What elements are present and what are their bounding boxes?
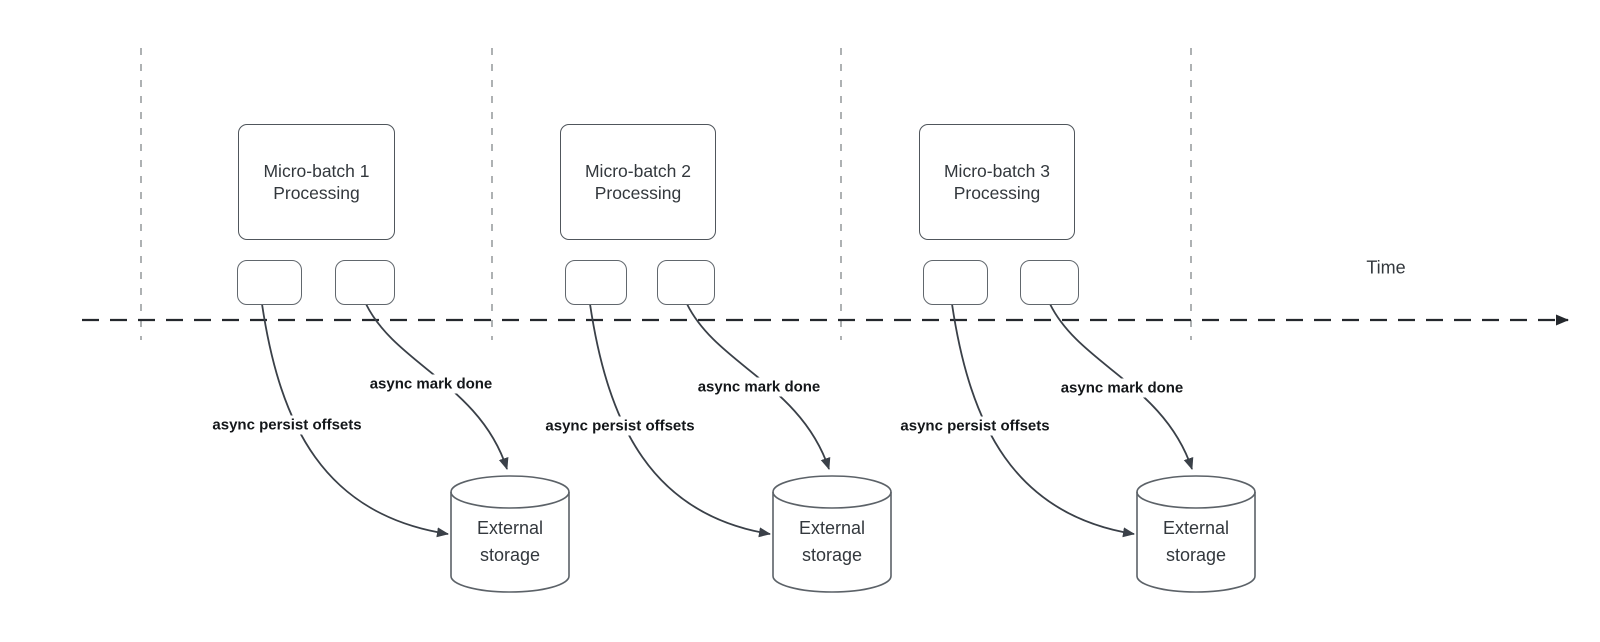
batch2-processing-box-line1: Micro-batch 2 [584, 161, 691, 181]
batch1-processing-box-line2: Processing [273, 183, 360, 203]
batch3-processing-box-line1: Micro-batch 3 [943, 161, 1050, 181]
batch2-task-box-1 [565, 260, 627, 305]
batch1-task-box-2 [335, 260, 395, 305]
time-axis-label: Time [1366, 257, 1406, 278]
batch1-processing-box: Micro-batch 1 Processing [238, 124, 395, 240]
batch3-processing-box-line2: Processing [953, 183, 1041, 203]
batch1-persist-offsets-arrow [261, 303, 449, 538]
batch3-persist-offsets-label: async persist offsets [897, 416, 1053, 436]
batch1-persist-offsets-label: async persist offsets [209, 415, 365, 435]
batch1-processing-box-line1: Micro-batch 1 [263, 161, 370, 181]
batch2-persist-offsets-label: async persist offsets [542, 416, 698, 436]
batch2-persist-offsets-arrow [589, 303, 771, 538]
batch2-mark-done-label: async mark done [694, 377, 824, 397]
batch3-storage-cylinder [1136, 475, 1256, 593]
batch3-task-box-2 [1020, 260, 1079, 305]
batch1-mark-done-label: async mark done [366, 374, 496, 394]
batch1-storage-cylinder [450, 475, 570, 593]
batch3-mark-done-arrow [1049, 303, 1194, 470]
batch3-processing-box: Micro-batch 3 Processing [919, 124, 1075, 240]
batch2-task-box-2 [657, 260, 715, 305]
batch2-processing-box-line2: Processing [594, 183, 682, 203]
batch2-storage-cylinder [772, 475, 892, 593]
batch2-processing-box: Micro-batch 2 Processing [560, 124, 716, 240]
batch3-task-box-1 [923, 260, 988, 305]
batch3-persist-offsets-arrow [951, 303, 1135, 538]
batch1-task-box-1 [237, 260, 302, 305]
batch3-mark-done-label: async mark done [1057, 378, 1187, 398]
